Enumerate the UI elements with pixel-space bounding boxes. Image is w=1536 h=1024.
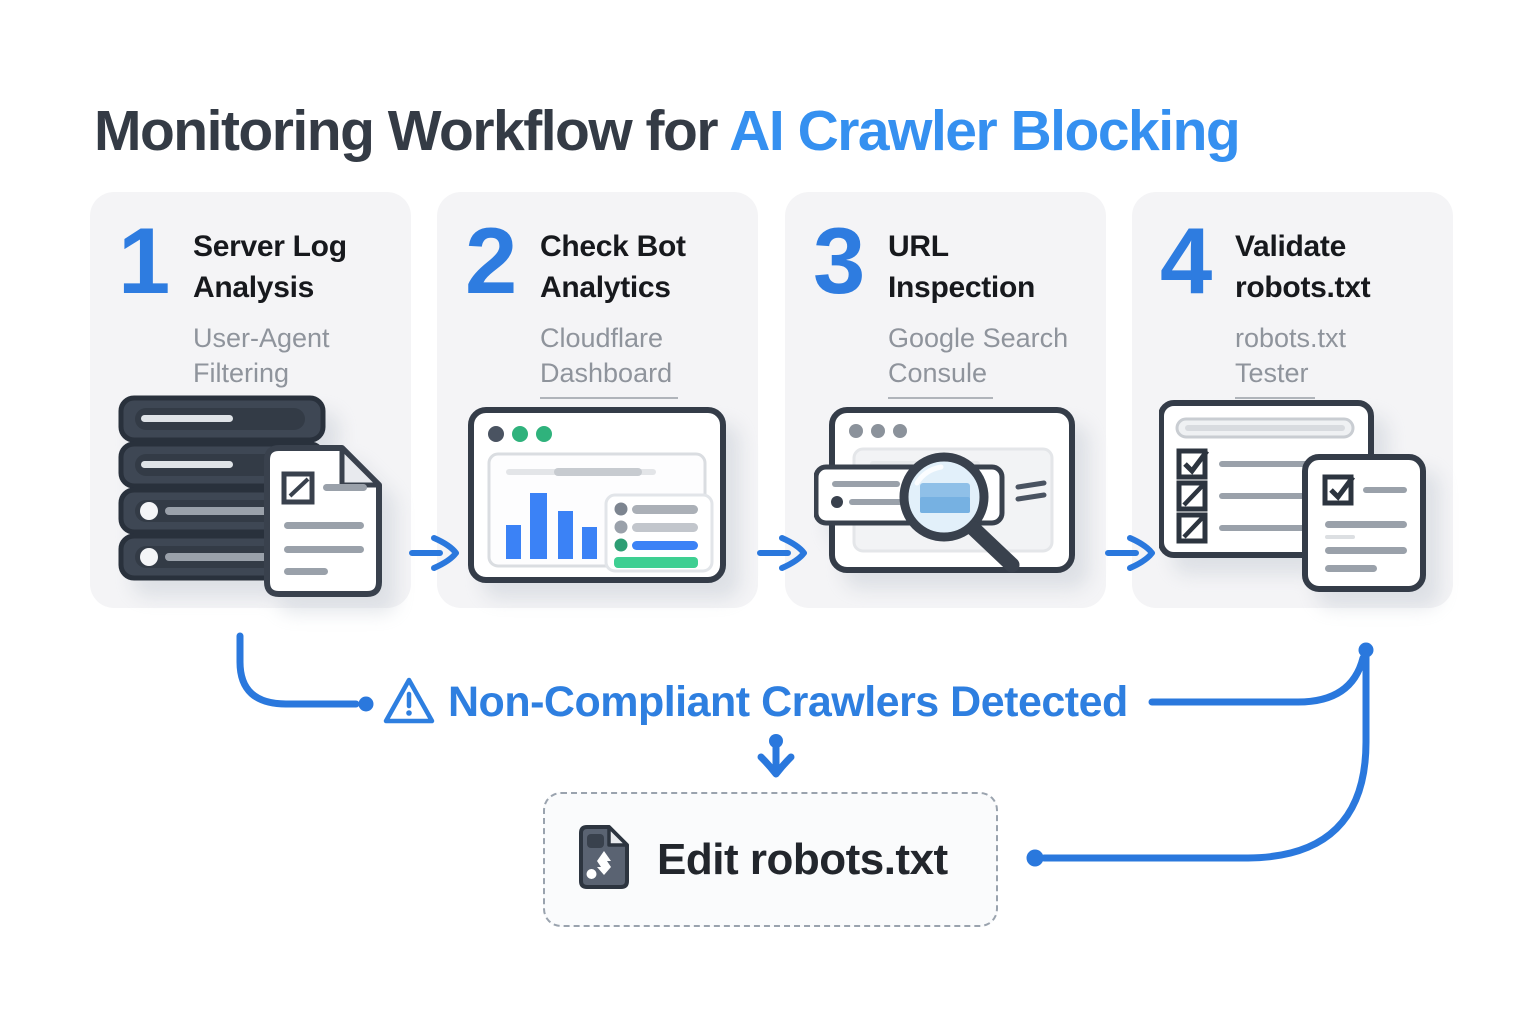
step-subtitle-line1: Google Search — [888, 322, 1069, 353]
connector-dot — [358, 696, 374, 712]
step-number: 2 — [465, 208, 517, 313]
robots-file-icon — [577, 825, 631, 894]
browser-magnifier-icon — [813, 406, 1075, 573]
connector-step1-to-alert — [236, 632, 360, 708]
browser-magnifier-icon — [803, 394, 1088, 599]
step-text-block: Validate robots.txt robots.txt Tester — [1235, 226, 1440, 400]
connector-alert-to-step4 — [1148, 654, 1367, 706]
checklist-document-icon — [1150, 394, 1435, 599]
step-subtitle-line2: Filtering — [193, 356, 296, 400]
warning-triangle-icon — [381, 675, 437, 732]
page-title-prefix: Monitoring Workflow for — [94, 99, 730, 164]
step-number: 1 — [118, 208, 170, 313]
connector-dot — [1026, 849, 1044, 867]
bot-analytics-dashboard-icon — [467, 406, 726, 583]
step-number: 3 — [813, 208, 865, 313]
page-title-highlight: AI Crawler Blocking — [729, 99, 1240, 164]
edit-robots-txt-label: Edit robots.txt — [657, 834, 948, 884]
step-text-block: Server Log Analysis User-Agent Filtering — [193, 226, 398, 400]
checklist-document-icon — [1158, 399, 1426, 592]
step-subtitle-line1: User-Agent — [193, 322, 330, 353]
alert-label: Non-Compliant Crawlers Detected — [448, 678, 1128, 726]
step-subtitle: Cloudflare Dashboard — [540, 321, 745, 400]
edit-robots-txt-box: Edit robots.txt — [543, 792, 998, 927]
step-text-block: Check Bot Analytics Cloudflare Dashboard — [540, 226, 745, 400]
server-stack-log-document-icon — [118, 395, 382, 597]
step-subtitle-line2: Dashboard — [540, 356, 679, 400]
step-subtitle-line2: Consule — [888, 356, 994, 400]
step-title: Validate robots.txt — [1235, 230, 1371, 305]
connector-dot — [1358, 642, 1374, 658]
step-text-block: URL Inspection Google Search Consule — [888, 226, 1093, 400]
step-card-server-log-analysis: 1 Server Log Analysis User-Agent Filteri… — [90, 192, 411, 608]
step-subtitle: robots.txt Tester — [1235, 321, 1440, 400]
step-subtitle-line1: robots.txt — [1235, 322, 1347, 353]
step-card-check-bot-analytics: 2 Check Bot Analytics Cloudflare Dashboa… — [437, 192, 758, 608]
step-card-validate-robots-txt: 4 Validate robots.txt robots.txt Tester — [1132, 192, 1453, 608]
step-title: Check Bot Analytics — [540, 230, 686, 305]
step-subtitle: Google Search Consule — [888, 321, 1093, 400]
connector-dot — [769, 734, 783, 748]
alert-down-arrow-icon — [757, 742, 795, 778]
server-stack-log-document-icon — [108, 394, 393, 599]
step-number: 4 — [1160, 208, 1212, 313]
step-title: URL Inspection — [888, 230, 1036, 305]
step-subtitle: User-Agent Filtering — [193, 321, 398, 400]
step-subtitle-line1: Cloudflare — [540, 322, 664, 353]
step-title: Server Log Analysis — [193, 230, 347, 305]
bot-analytics-dashboard-icon — [455, 394, 740, 599]
step-subtitle-line2: Tester — [1235, 356, 1315, 400]
step-card-url-inspection: 3 URL Inspection Google Search Consule — [785, 192, 1106, 608]
page-title: Monitoring Workflow for AI Crawler Block… — [94, 98, 1241, 164]
